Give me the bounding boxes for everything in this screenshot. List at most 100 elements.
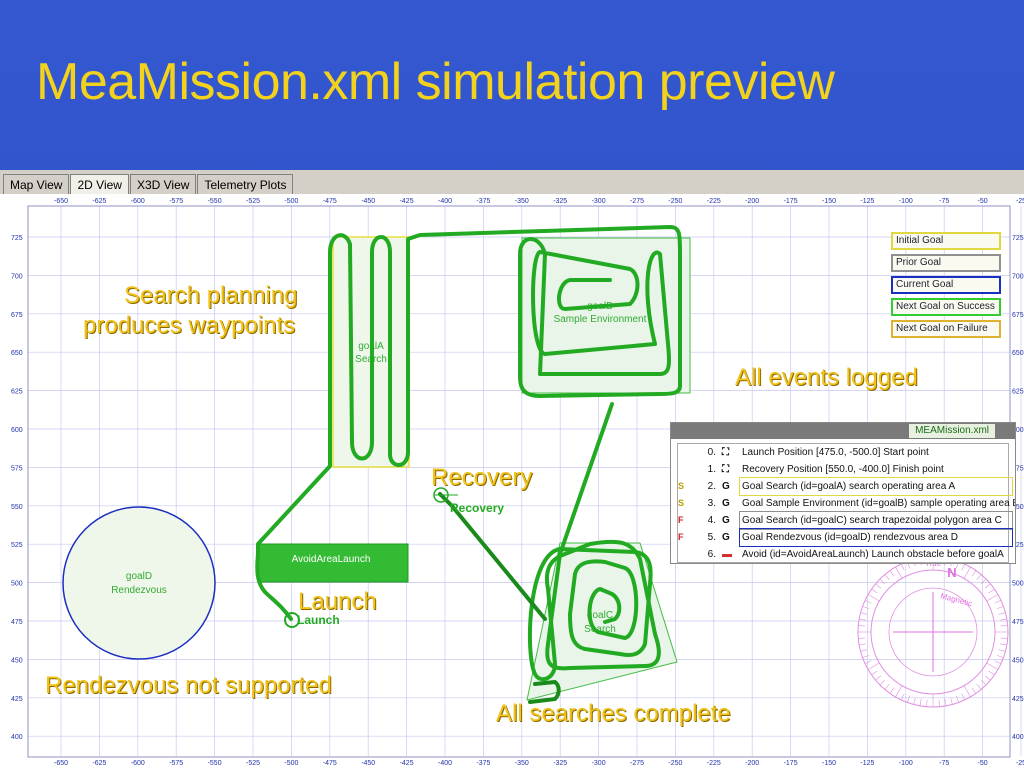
event-text: Avoid (id=AvoidAreaLaunch) Launch obstac…	[742, 549, 1004, 560]
y-tick-label: 700	[1012, 273, 1024, 280]
legend-initial-goal[interactable]: Initial Goal	[891, 232, 1001, 250]
x-tick-label: -100	[899, 198, 913, 205]
slide-title: MeaMission.xml simulation preview	[36, 53, 835, 111]
compass-tick	[884, 574, 890, 581]
x-tick-label: -550	[208, 760, 222, 767]
x-tick-label: -225	[707, 198, 721, 205]
legend-prior-goal[interactable]: Prior Goal	[891, 254, 1001, 272]
compass-north-magnetic: N	[947, 565, 956, 580]
compass-tick	[875, 675, 882, 681]
plot-area[interactable]: -650-625-600-575-550-525-500-475-450-425…	[0, 194, 1024, 768]
x-tick-label: -425	[400, 760, 414, 767]
compass-tick	[984, 583, 991, 589]
vehicle-track	[255, 225, 682, 621]
x-tick-label: -150	[822, 760, 836, 767]
launch-marker[interactable]	[284, 612, 300, 628]
compass-tick	[926, 699, 928, 707]
x-tick-label: -275	[630, 198, 644, 205]
legend-next-goal-failure[interactable]: Next Goal on Failure	[891, 320, 1001, 338]
compass-tick	[864, 660, 872, 664]
goal-d-desc: Rendezvous	[111, 585, 167, 596]
compass-tick	[862, 654, 870, 658]
y-tick-label: 700	[11, 273, 23, 280]
compass-tick	[963, 685, 971, 698]
goal-d-region[interactable]	[62, 506, 216, 660]
goal-c-name: goalC	[587, 610, 613, 621]
y-tick-labels-right: 7257006756506256005755505255004754504254…	[1012, 235, 1024, 741]
compass-tick	[859, 618, 867, 621]
x-tick-label: -425	[400, 198, 414, 205]
x-tick-label: -125	[860, 198, 874, 205]
tab-telemetry-plots[interactable]: Telemetry Plots	[197, 174, 294, 195]
tab-2d-view[interactable]: 2D View	[70, 174, 129, 195]
y-tick-label: 600	[1012, 427, 1024, 434]
compass-tick	[889, 570, 895, 577]
vehicle-track-goal-c	[527, 402, 661, 682]
event-row-1[interactable]: 1.⛶Recovery Position [550.0, -400.0] Fin…	[678, 461, 1008, 478]
compass-tick	[994, 600, 1002, 604]
compass-tick	[988, 588, 995, 594]
x-tick-label: -300	[592, 198, 606, 205]
view-tabs: Map View 2D View X3D View Telemetry Plot…	[3, 174, 294, 195]
vehicle-track-return	[438, 492, 561, 704]
callout-search-planning-line2: produces waypoints	[83, 312, 296, 339]
y-tick-label: 400	[11, 734, 23, 741]
event-row-0[interactable]: 0.⛶Launch Position [475.0, -500.0] Start…	[678, 444, 1008, 461]
event-flag: S	[678, 481, 685, 491]
legend-next-goal-success[interactable]: Next Goal on Success	[891, 298, 1001, 316]
compass-tick	[860, 649, 868, 652]
events-log-tab[interactable]: MEAMission.xml	[909, 424, 995, 438]
legend-current-goal[interactable]: Current Goal	[891, 276, 1001, 294]
compass-tick	[996, 654, 1004, 658]
event-text: Launch Position [475.0, -500.0] Start po…	[742, 447, 929, 458]
y-tick-label: 450	[1012, 657, 1024, 664]
y-tick-label: 500	[1012, 581, 1024, 588]
compass-tick	[871, 670, 878, 676]
x-tick-label: -275	[630, 760, 644, 767]
y-tick-label: 600	[11, 427, 23, 434]
compass-tick	[858, 637, 866, 639]
compass-tick	[986, 662, 999, 670]
x-tick-label: -400	[438, 198, 452, 205]
x-tick-label: -225	[707, 760, 721, 767]
event-number: 4.	[707, 515, 716, 526]
x-tick-label: -200	[745, 760, 759, 767]
compass-tick	[984, 675, 991, 681]
compass-tick	[1000, 637, 1008, 639]
x-tick-labels-top: -650-625-600-575-550-525-500-475-450-425…	[54, 198, 1024, 205]
event-row-6[interactable]: 6.▬Avoid (id=AvoidAreaLaunch) Launch obs…	[678, 546, 1008, 563]
tab-map-view[interactable]: Map View	[3, 174, 70, 195]
tab-x3d-view[interactable]: X3D View	[129, 174, 197, 195]
goal-icon: G	[722, 498, 730, 509]
x-tick-labels-bottom: -650-625-600-575-550-525-500-475-450-425…	[54, 760, 1024, 767]
event-flag: S	[678, 498, 685, 508]
goal-icon: G	[722, 532, 730, 543]
y-tick-label: 675	[1012, 312, 1024, 319]
compass-tick	[994, 660, 1002, 664]
avoid-area-icon: ▬	[722, 549, 732, 560]
x-tick-label: -250	[668, 760, 682, 767]
events-log-list: 0.⛶Launch Position [475.0, -500.0] Start…	[677, 443, 1015, 563]
x-tick-label: -200	[745, 198, 759, 205]
goal-legend: Initial Goal Prior Goal Current Goal Nex…	[891, 232, 1001, 342]
x-tick-label: -325	[553, 760, 567, 767]
x-tick-label: -375	[476, 198, 490, 205]
compass-tick	[901, 563, 905, 571]
compass-tick	[961, 693, 965, 701]
compass-tick	[879, 679, 886, 686]
x-tick-label: -75	[939, 760, 949, 767]
avoid-area-region[interactable]	[257, 543, 409, 583]
event-text: Goal Search (id=goalA) search operating …	[739, 477, 1013, 496]
compass-tick	[938, 699, 940, 707]
goal-b-desc: Sample Environment	[554, 314, 647, 325]
recovery-position-icon: ⛶	[722, 464, 729, 475]
event-text: Goal Sample Environment (id=goalB) sampl…	[742, 498, 1016, 509]
x-tick-label: -250	[668, 198, 682, 205]
x-tick-label: -575	[169, 198, 183, 205]
compass-tick	[860, 612, 868, 615]
compass-rose: N True N Magnetic	[857, 542, 1009, 708]
